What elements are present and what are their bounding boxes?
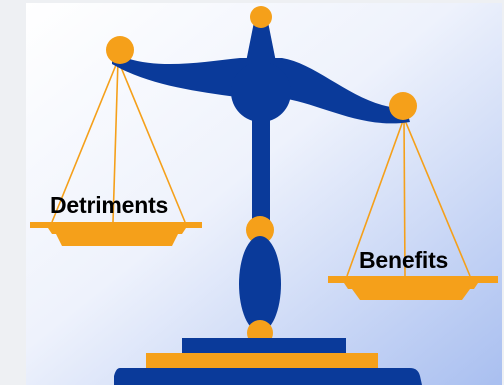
right-pan-strings	[346, 117, 471, 277]
scale-finial-ball	[250, 6, 272, 28]
scale-hub	[231, 62, 291, 122]
left-beam-ball	[106, 36, 134, 64]
right-pan	[328, 276, 498, 300]
scale-base	[114, 338, 422, 385]
scale-upper-post	[252, 112, 270, 224]
scale-lower-spindle	[239, 236, 281, 332]
scale-finial-stem	[246, 22, 276, 62]
left-pan-strings	[51, 59, 186, 223]
right-beam-ball	[389, 92, 417, 120]
left-pan	[30, 222, 202, 246]
detriments-label: Detriments	[50, 192, 169, 218]
post-middle-ball	[246, 216, 274, 244]
benefits-label: Benefits	[359, 247, 449, 273]
